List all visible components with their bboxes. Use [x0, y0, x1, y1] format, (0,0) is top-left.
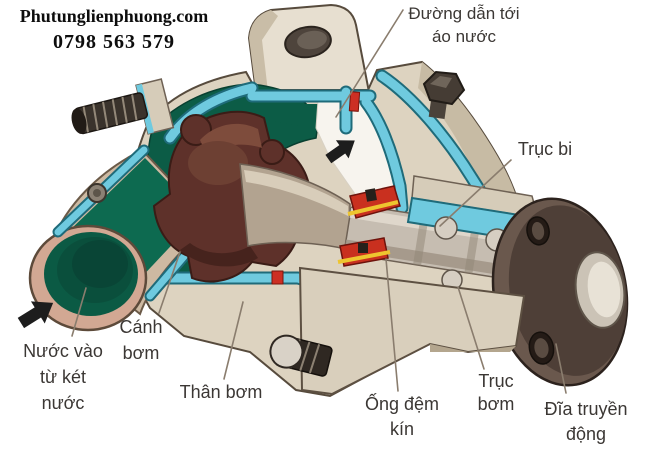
label-seal: Ống đệm kín: [364, 394, 440, 439]
stud-bolt-top-left: [71, 78, 175, 135]
label-water-jacket-duct: Đường dẫn tới áo nước: [408, 4, 520, 46]
label-ball-bearing: Trục bi: [517, 139, 573, 159]
top-mounting-lug: [247, 3, 371, 93]
label-water-inlet: Nước vào từ két nước: [23, 341, 103, 413]
shaft-end: [574, 251, 626, 329]
drive-disc-illustration: [491, 197, 629, 387]
inlet-flow-arrow: [17, 301, 54, 329]
label-pump-shaft: Trục bơm: [477, 371, 515, 414]
label-drive-disc: Đĩa truyền động: [544, 399, 628, 444]
seal-assembly: [337, 185, 401, 267]
mount-bracket: [269, 266, 526, 396]
duct-gasket-red: [348, 91, 361, 112]
bottom-gasket-red: [271, 270, 284, 285]
leader-lines: [71, 9, 567, 394]
duct-flow-arrow: [325, 140, 355, 164]
watermark: Phutunglienphuong.com 0798 563 579: [18, 4, 210, 55]
hex-bolt-top-right: [422, 70, 466, 120]
label-pump-body: Thân bơm: [179, 382, 263, 402]
inlet-pipe: [28, 144, 218, 332]
watermark-site: Phutunglienphuong.com: [19, 6, 209, 26]
label-impeller: Cánh bơm: [119, 317, 163, 363]
watermark-phone: 0798 563 579: [53, 31, 175, 53]
bracket-bolt: [269, 334, 333, 377]
